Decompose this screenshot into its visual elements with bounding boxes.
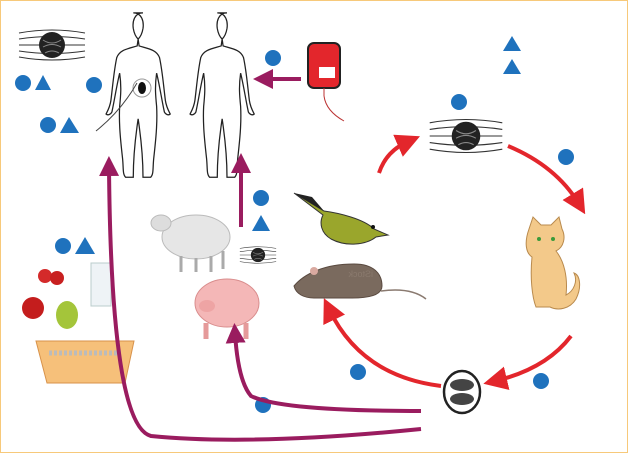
tissue-cyst-cycle-icon [429,118,503,154]
sheep-icon [150,214,231,272]
food-water-icon [22,262,135,384]
oocyst-to-pig-arrow [225,323,422,413]
pregnant-human-icon [105,12,171,178]
marker-circle [86,77,102,93]
marker-circle [451,94,467,110]
oocyst-icon [442,369,482,415]
oocyst-to-human-arrow [99,156,422,442]
marker-circle [40,117,56,133]
marker-triangle [75,237,95,254]
cycle-arrow [323,298,442,388]
fetus-outline [132,78,152,98]
human-recipient-icon [189,12,255,178]
pig-icon [194,278,260,339]
tissue-cyst-small-icon [239,246,277,264]
watermark: iStock [348,269,373,279]
cycle-arrow [507,144,586,215]
blood-bag-icon [307,42,345,122]
marker-circle [265,50,281,66]
marker-triangle [503,59,521,74]
marker-circle [15,75,31,91]
marker-triangle [35,75,51,90]
marker-triangle [60,117,79,133]
bird-icon [293,192,390,245]
marker-circle [558,149,574,165]
marker-circle [350,364,366,380]
cycle-arrow [483,334,573,390]
marker-circle [533,373,549,389]
fetus-icon [138,82,146,94]
marker-triangle [503,36,521,51]
marker-circle [55,238,71,254]
umbilical-line [95,82,138,132]
rat-icon: iStock [293,263,427,300]
cat-icon [525,216,581,310]
marker-circle [253,190,269,206]
marker-triangle [252,215,270,231]
tissue-cyst-icon [18,29,86,61]
cycle-arrow [377,134,421,174]
